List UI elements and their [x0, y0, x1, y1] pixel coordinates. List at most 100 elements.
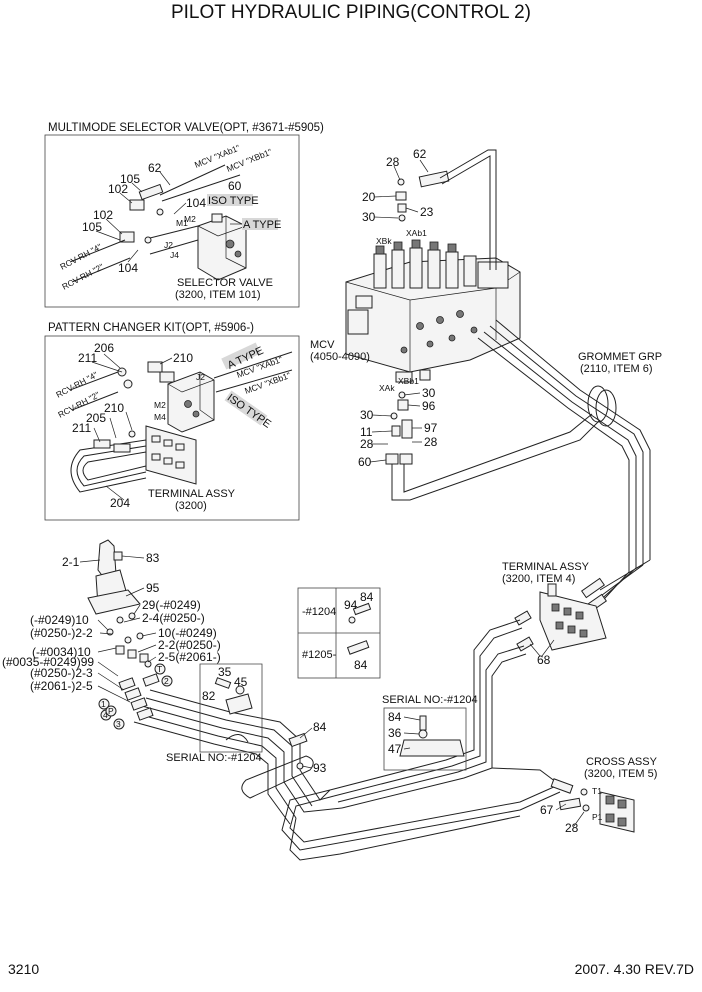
- mcv-callout-30c: 30: [360, 408, 374, 422]
- page-number: 3210: [8, 961, 39, 977]
- rcv-oring-2: [128, 612, 136, 620]
- rcv-port-marker-t: [154, 663, 166, 675]
- mm-callout-105a: 105: [120, 172, 140, 186]
- cross-callout-leaders: [555, 803, 585, 827]
- clamp-callout-leaders: [299, 727, 313, 769]
- cross-assy: CROSS ASSY (3200, ITEM 5) T1 P1 67 28: [540, 756, 658, 835]
- selector-valve-label-2: (3200, ITEM 101): [175, 289, 261, 301]
- mm-callout-104b: 104: [118, 261, 138, 275]
- mcv-callout-28b: 28: [360, 437, 374, 451]
- pc-terminal-label-1: TERMINAL ASSY: [148, 488, 236, 500]
- pc-fitting-left: [93, 439, 111, 449]
- mcv-port-g: [400, 346, 408, 354]
- serial-left-callout-45: 45: [234, 675, 248, 689]
- rcv-joystick: 2-1 83 95 29(-#0249) 2-4(#0250-) (-#0249…: [2, 539, 221, 730]
- mcv-end-cap: [355, 295, 373, 309]
- mm-port-j2: J2: [164, 240, 173, 250]
- terminal-left-fitting-2: [516, 636, 534, 652]
- bolt-table-row2: #1205-: [302, 649, 337, 661]
- date-revision: 2007. 4.30 REV.7D: [575, 961, 694, 977]
- pc-port-m4: M4: [154, 412, 166, 422]
- page-title: PILOT HYDRAULIC PIPING(CONTROL 2): [171, 2, 531, 23]
- bundle-clamp: [241, 755, 314, 799]
- mcv-spool-cap-5: [447, 243, 457, 253]
- pipe-mcv-bottom-2: [403, 413, 593, 493]
- pc-port-j2: J2: [196, 372, 205, 382]
- pipe-right-4: [477, 337, 630, 572]
- rcv-hose-end-5: [142, 673, 160, 687]
- pipe-bundle-bottom-loop: [289, 815, 521, 861]
- mcv-callout-97: 97: [424, 421, 438, 435]
- rcv-port-3: 3: [116, 719, 121, 729]
- mcv-bottom-adapter-2: [401, 419, 413, 439]
- pipe-top-2: [441, 155, 491, 270]
- mcv-assembly: XBk XAb1 XAk XBb1 MCV (4050-4090) 28 62 …: [310, 147, 521, 469]
- serial-left-frame: [199, 663, 263, 753]
- pc-hose-loop-3: [82, 451, 147, 481]
- mm-elbow-lower: [119, 231, 135, 243]
- mcv-port-a: [416, 322, 424, 330]
- selector-valve-lever: [211, 213, 223, 223]
- pc-valve-port-2: [192, 410, 200, 418]
- rcv-adapter-2: [127, 649, 137, 659]
- terminal-fit-b: [563, 607, 572, 616]
- pc-hose-loop-1: [70, 439, 147, 493]
- mcv-callout-28a: 28: [386, 155, 400, 169]
- cross-assy-label-1: CROSS ASSY: [586, 756, 658, 768]
- serial-right-leaders: [403, 716, 421, 750]
- rcv-bolt-83: [113, 551, 123, 561]
- bolt-table-bolt-84a: [352, 602, 372, 616]
- selector-valve-edges: [197, 216, 247, 269]
- serial-left-bolt: [214, 677, 232, 689]
- mm-a-type-highlight: [242, 218, 278, 230]
- mcv-spool-5: [445, 251, 459, 289]
- pipe-terminal-down-2: [333, 627, 523, 797]
- serial-left-callout-82: 82: [202, 689, 216, 703]
- pc-callout-204: 204: [110, 496, 130, 510]
- pipe-loop-bottom-2: [289, 785, 557, 843]
- rcv-port-marker-2: [161, 675, 173, 687]
- pipe-mcv-bottom-1: [391, 419, 601, 501]
- pipe-to-terminal: [593, 559, 651, 611]
- pc-rcv-lines: [69, 371, 119, 411]
- rcv-callout-leaders-top: [79, 555, 145, 597]
- rcv-oring-1: [116, 616, 124, 624]
- mm-hose-xbb1: [161, 174, 241, 202]
- cross-oring-2: [582, 804, 590, 812]
- pc-hose-loop-2: [76, 445, 147, 487]
- mm-callout-60: 60: [228, 179, 242, 193]
- mcv-top-oring: [397, 178, 405, 186]
- pc-callout-206: 206: [94, 341, 114, 355]
- serial-right-frame: [383, 707, 467, 771]
- pc-terminal-label-2: (3200): [175, 500, 207, 512]
- rcv-base: [87, 589, 141, 615]
- mcv-bottom-fitting-2: [419, 369, 431, 381]
- pipe-loop-bottom-1: [281, 789, 561, 851]
- mcv-spool-6: [463, 255, 477, 287]
- pipe-top-1: [439, 149, 497, 270]
- pipe-rcv-bundle-4: [137, 713, 297, 819]
- mm-oring-2: [144, 236, 152, 244]
- serial-right-callout-47: 47: [388, 742, 402, 756]
- mcv-spool-cap-1: [375, 245, 385, 255]
- bolt-table-callout-84a: 84: [360, 590, 374, 604]
- pc-valve-port-1: [184, 400, 192, 408]
- rcv-callout-99: (#0035-#0249)99: [2, 655, 94, 669]
- pipe-right-3: [483, 331, 637, 568]
- mcv-top-oring-2: [398, 214, 406, 222]
- pipe-rcv-bundle-2: [145, 697, 313, 807]
- terminal-assy-label-1: TERMINAL ASSY: [502, 561, 590, 573]
- mm-fitting-upper: [138, 183, 164, 201]
- mcv-bottom-adapter-1: [391, 425, 401, 437]
- serial-left-washer: [235, 685, 245, 695]
- inset-pattern-changer: PATTERN CHANGER KIT(OPT, #5906-) A TYPE …: [44, 322, 300, 521]
- cross-fitting-t1: [605, 795, 615, 805]
- mcv-port-c: [456, 310, 464, 318]
- mcv-spool-1: [373, 253, 387, 289]
- pc-terminal-fit-4: [151, 453, 161, 461]
- terminal-assy-label-2: (3200, ITEM 4): [502, 573, 575, 585]
- terminal-callout-68: 68: [537, 653, 551, 667]
- pc-callout-211a: 211: [78, 351, 97, 365]
- pc-a-type-highlight: [221, 342, 261, 370]
